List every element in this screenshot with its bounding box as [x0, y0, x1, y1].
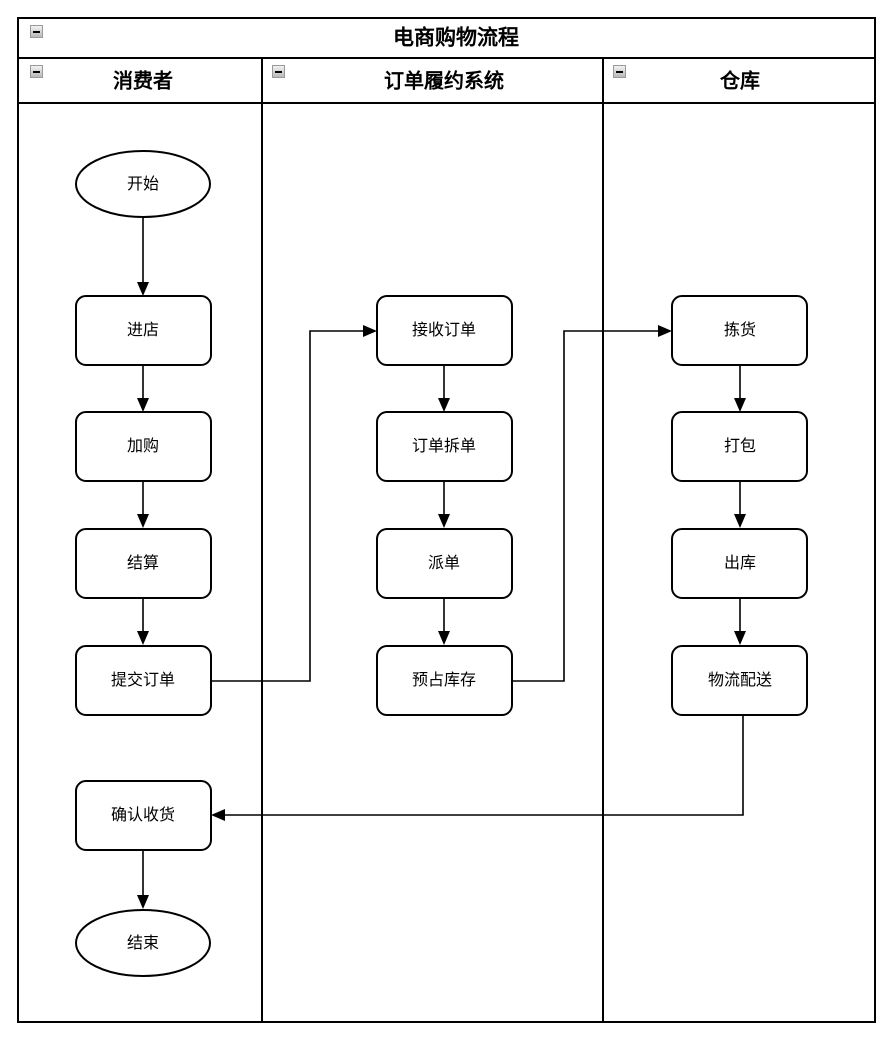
minus-icon [33, 70, 40, 73]
start-ellipse [75, 150, 211, 218]
minus-icon [616, 70, 623, 73]
arrow-head-icon [137, 282, 149, 296]
edge-dispatch-to-reserve[interactable] [438, 598, 450, 645]
minus-icon [275, 70, 282, 73]
edge-delivery-to-confirm[interactable] [211, 715, 744, 821]
arrow-head-icon [734, 398, 746, 412]
edge-pack-to-outbound[interactable] [734, 481, 746, 528]
node-enter-shop[interactable]: 进店 [75, 295, 212, 366]
dispatch-box [376, 528, 513, 599]
arrow-head-icon [438, 514, 450, 528]
node-label: 开始 [127, 175, 159, 193]
arrow-head-icon [137, 398, 149, 412]
node-label: 结束 [127, 934, 159, 952]
node-pack[interactable]: 打包 [671, 411, 808, 482]
delivery-box [671, 645, 808, 716]
edge-add-cart-to-checkout[interactable] [137, 481, 149, 528]
checkout-box [75, 528, 212, 599]
node-label: 物流配送 [708, 671, 772, 689]
arrow-head-icon [363, 325, 377, 337]
edge-reserve-to-pick[interactable] [512, 325, 672, 682]
collapse-pool-icon[interactable] [30, 25, 43, 38]
arrow-head-icon [734, 514, 746, 528]
split-box [376, 411, 513, 482]
node-label: 订单拆单 [412, 437, 476, 455]
receive-box [376, 295, 513, 366]
lane-header-warehouse: 仓库 [719, 68, 760, 92]
pick-box [671, 295, 808, 366]
node-start[interactable]: 开始 [75, 150, 211, 218]
edge-enter-shop-to-add-cart[interactable] [137, 365, 149, 412]
edge-outbound-to-delivery[interactable] [734, 598, 746, 645]
node-confirm[interactable]: 确认收货 [75, 780, 212, 851]
pool-title: 电商购物流程 [393, 26, 519, 50]
node-label: 加购 [127, 437, 159, 455]
edge-checkout-to-submit[interactable] [137, 598, 149, 645]
pack-box [671, 411, 808, 482]
node-end[interactable]: 结束 [75, 909, 211, 977]
node-label: 确认收货 [111, 806, 175, 824]
node-split[interactable]: 订单拆单 [376, 411, 513, 482]
collapse-lane-consumer-icon[interactable] [30, 65, 43, 78]
edge-pick-to-pack[interactable] [734, 365, 746, 412]
node-pick[interactable]: 拣货 [671, 295, 808, 366]
node-label: 结算 [127, 553, 159, 572]
node-receive[interactable]: 接收订单 [376, 295, 513, 366]
edge-split-to-dispatch[interactable] [438, 481, 450, 528]
node-checkout[interactable]: 结算 [75, 528, 212, 599]
collapse-lane-warehouse-icon[interactable] [613, 65, 626, 78]
outbound-box [671, 528, 808, 599]
node-label: 预占库存 [412, 671, 476, 689]
node-label: 派单 [428, 554, 460, 572]
reserve-box [376, 645, 513, 716]
lane-header-consumer: 消费者 [113, 68, 173, 92]
node-label: 进店 [127, 321, 159, 339]
node-add-cart[interactable]: 加购 [75, 411, 212, 482]
end-ellipse [75, 909, 211, 977]
lane-header-order-fulfillment: 订单履约系统 [384, 68, 504, 92]
confirm-box [75, 780, 212, 851]
node-label: 出库 [724, 554, 756, 572]
minus-icon [33, 30, 40, 33]
edge-confirm-to-end[interactable] [137, 850, 149, 909]
node-outbound[interactable]: 出库 [671, 528, 808, 599]
arrow-head-icon [658, 325, 672, 337]
arrow-head-icon [137, 514, 149, 528]
arrow-head-icon [438, 398, 450, 412]
node-dispatch[interactable]: 派单 [376, 528, 513, 599]
node-label: 打包 [724, 437, 756, 455]
add-cart-box [75, 411, 212, 482]
edge-receive-to-split[interactable] [438, 365, 450, 412]
submit-box [75, 645, 212, 716]
arrow-head-icon [211, 809, 225, 821]
edge-submit-to-receive[interactable] [211, 325, 377, 682]
node-delivery[interactable]: 物流配送 [671, 645, 808, 716]
node-label: 提交订单 [111, 671, 175, 689]
collapse-lane-order-fulfillment-icon[interactable] [272, 65, 285, 78]
edge-start-to-enter-shop[interactable] [137, 217, 149, 296]
arrow-head-icon [438, 631, 450, 645]
arrow-head-icon [734, 631, 746, 645]
node-label: 接收订单 [412, 321, 476, 339]
arrow-head-icon [137, 631, 149, 645]
node-reserve[interactable]: 预占库存 [376, 645, 513, 716]
enter-shop-box [75, 295, 212, 366]
node-submit[interactable]: 提交订单 [75, 645, 212, 716]
arrow-head-icon [137, 895, 149, 909]
node-label: 拣货 [724, 321, 756, 339]
